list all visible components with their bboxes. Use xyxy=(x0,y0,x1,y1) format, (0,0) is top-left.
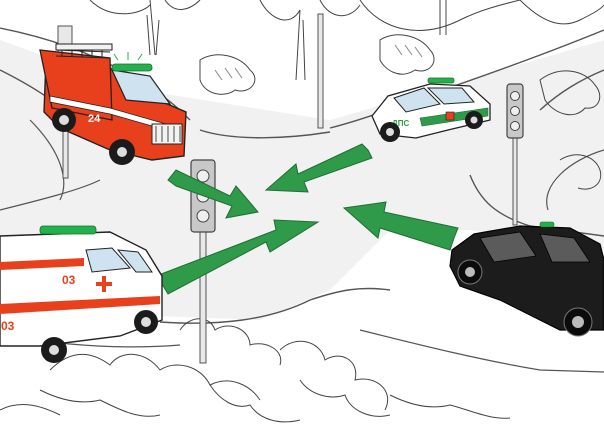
fire-truck-flasher xyxy=(111,63,153,72)
fire-truck-number: 24 xyxy=(88,113,101,125)
fire-truck: 24 xyxy=(39,43,187,165)
police-car: ДПС xyxy=(371,77,491,142)
police-side-text: ДПС xyxy=(392,119,409,128)
movement-arrows xyxy=(155,143,459,295)
ambulance: 03 03 xyxy=(0,225,163,363)
ambulance-cross xyxy=(96,276,112,292)
ambulance-stripe-top xyxy=(0,258,84,270)
ambulance-stripe-bottom xyxy=(0,296,160,314)
arrow-dark-car xyxy=(342,201,459,251)
ambulance-rear-number: 03 xyxy=(1,319,15,333)
ambulance-flasher xyxy=(39,225,97,235)
arrow-fire-truck xyxy=(167,169,259,219)
police-flasher xyxy=(427,77,455,84)
dark-car-flasher xyxy=(539,221,555,228)
ambulance-side-number: 03 xyxy=(62,273,76,287)
traffic-light-right xyxy=(506,83,524,139)
arrow-police-car xyxy=(264,143,373,193)
police-emblem xyxy=(445,111,455,121)
dark-car xyxy=(449,221,604,337)
arrow-ambulance xyxy=(155,219,320,295)
